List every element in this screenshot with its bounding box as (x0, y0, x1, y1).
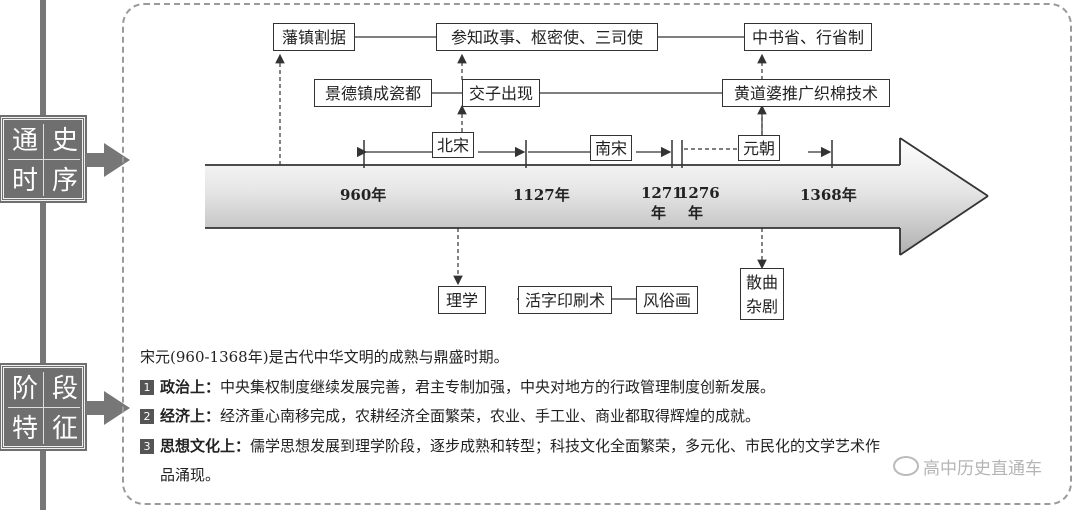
event-jingdezhen: 景德镇成瓷都 (314, 79, 432, 107)
tag-char: 序 (51, 166, 78, 196)
feature-text: 经济重心南移完成，农耕经济全面繁荣，农业、手工业、商业都取得辉煌的成就。 (220, 407, 761, 425)
tag-char: 征 (51, 414, 78, 444)
period-nansong: 南宋 (590, 135, 633, 161)
feature-intro: 宋元(960-1368年)是古代中华文明的成熟与鼎盛时期。 (140, 348, 509, 366)
pointer-bar (86, 401, 106, 415)
pointer-arrow-icon (104, 143, 130, 177)
feature-number: 2 (140, 409, 154, 424)
feature-continuation: 品涌现。 (160, 466, 221, 484)
feature-item: 2 经济上：经济重心南移完成，农耕经济全面繁荣，农业、手工业、商业都取得辉煌的成就… (140, 405, 760, 427)
feature-number: 3 (140, 439, 154, 454)
feature-number: 1 (140, 380, 154, 395)
wechat-icon (893, 456, 919, 476)
event-fengsuhua: 风俗画 (636, 286, 698, 314)
feature-text: 儒学思想发展到理学阶段，逐步成熟和转型；科技文化全面繁荣，多元化、市民化的文学艺… (250, 437, 881, 455)
period-yuanchao: 元朝 (738, 135, 781, 161)
pointer-bar (86, 153, 106, 167)
tag-char: 阶 (11, 374, 38, 404)
feature-head: 经济上： (160, 407, 221, 425)
period-beisong: 北宋 (432, 132, 475, 158)
timeline-arrow (205, 138, 988, 255)
event-zhongshusheng: 中书省、行省制 (744, 23, 872, 51)
sanqu-line-2: 杂剧 (745, 297, 778, 316)
event-canzhi-zhengshi: 参知政事、枢密使、三司使 (436, 23, 658, 51)
feature-text: 中央集权制度继续发展完善，君主专制加强，中央对地方的行政管理制度创新发展。 (220, 378, 776, 396)
pointer-arrow-icon (104, 391, 130, 425)
sanqu-line-1: 散曲 (745, 273, 778, 292)
feature-head: 思想文化上： (160, 437, 251, 455)
watermark-text: 高中历史直通车 (923, 459, 1042, 479)
event-fanzhen-geju: 藩镇割据 (273, 23, 355, 51)
content-frame (122, 3, 1072, 505)
event-jiaozi: 交子出现 (462, 79, 540, 107)
left-vertical-bar (40, 0, 46, 510)
year-1276: 1276 (678, 184, 720, 202)
tag-char: 时 (11, 166, 38, 196)
tag-jieduan-tezheng: 阶 段 特 征 (1, 365, 85, 449)
feature-item: 1 政治上：中央集权制度继续发展完善，君主专制加强，中央对地方的行政管理制度创新发… (140, 376, 775, 398)
tag-char: 通 (11, 126, 38, 156)
year-1127: 1127年 (513, 186, 570, 204)
tag-char: 史 (51, 126, 78, 156)
tag-tongshi-shixu: 通 史 时 序 (1, 117, 85, 201)
feature-head: 政治上： (160, 378, 221, 396)
year-1368: 1368年 (800, 186, 857, 204)
event-sanqu-zaju: 散曲 杂剧 (740, 268, 784, 320)
watermark: 高中历史直通车 (893, 454, 1042, 479)
event-lixue: 理学 (438, 286, 486, 314)
year-1271-suffix: 年 (651, 204, 667, 222)
year-1271: 1271 (641, 184, 683, 202)
tag-char: 段 (51, 374, 78, 404)
year-960: 960年 (340, 186, 387, 204)
tag-char: 特 (11, 414, 38, 444)
event-huangdaopo: 黄道婆推广织棉技术 (722, 79, 890, 107)
event-huozi-yinshua: 活字印刷术 (518, 286, 612, 314)
feature-item: 3 思想文化上：儒学思想发展到理学阶段，逐步成熟和转型；科技文化全面繁荣，多元化、… (140, 435, 880, 457)
year-1276-suffix: 年 (688, 204, 704, 222)
year-ticks (363, 140, 833, 168)
